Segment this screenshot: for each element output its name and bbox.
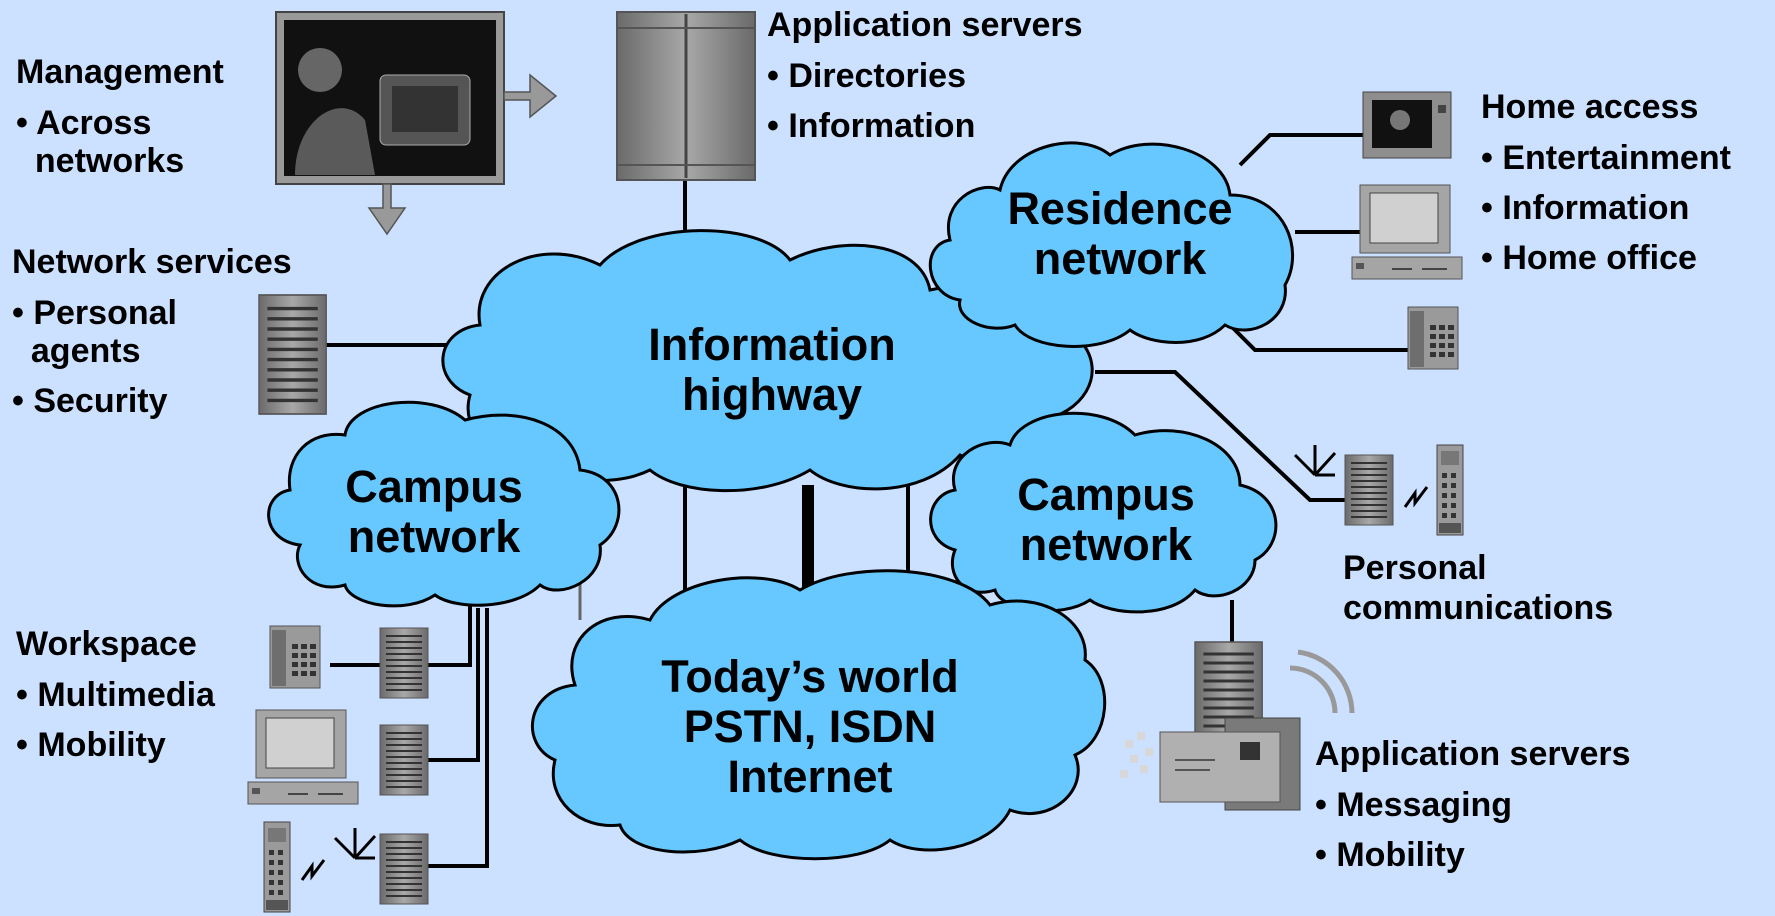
cloud-information-highway [441, 229, 1094, 493]
arrow-right-icon [503, 73, 558, 119]
server-cabinet-icon [616, 11, 756, 181]
arrow-down-icon [367, 183, 407, 236]
label-home-access: Home access • Entertainment • Informatio… [1481, 88, 1731, 277]
cloud-label-campus-network-left: Campus network [345, 461, 523, 562]
server-icon [379, 833, 429, 905]
telephone-icon [269, 625, 321, 689]
monitor-viewer-icon [275, 11, 505, 185]
label-management: Management • Across networks [16, 53, 224, 180]
desktop-computer-icon [247, 709, 359, 805]
label-workspace: Workspace • Multimedia • Mobility [16, 625, 215, 764]
label-application-servers-bottom: Application servers • Messaging • Mobili… [1315, 735, 1631, 874]
cloud-label-information-highway: Information highway [648, 319, 896, 420]
cloud-todays-world [530, 569, 1107, 861]
fax-machine-icon [1120, 717, 1301, 811]
server-icon [379, 724, 429, 796]
antenna-icon [333, 826, 377, 860]
server-icon [1344, 454, 1394, 526]
radio-waves-icon [1289, 649, 1355, 714]
cloud-residence-network [928, 141, 1295, 348]
cloud-label-todays-world: Today’s world PSTN, ISDN Internet [661, 651, 959, 802]
tv-icon [1362, 91, 1452, 159]
cloud-label-campus-network-right: Campus network [1017, 469, 1195, 570]
cloud-label-residence-network: Residence network [1007, 183, 1233, 284]
cloud-campus-network-left [267, 400, 621, 608]
mobile-phone-icon [1436, 444, 1464, 536]
server-icon [379, 627, 429, 699]
label-network-services: Network services • Personal agents • Sec… [12, 243, 292, 420]
mobile-phone-icon [263, 821, 291, 913]
lightning-icon [300, 858, 326, 882]
antenna-icon [1293, 443, 1337, 477]
label-application-servers-top: Application servers • Directories • Info… [767, 6, 1083, 145]
label-personal-communications: Personal communications [1343, 549, 1614, 627]
telephone-icon [1407, 306, 1459, 370]
desktop-computer-icon [1351, 184, 1463, 280]
lightning-icon [1403, 485, 1429, 509]
